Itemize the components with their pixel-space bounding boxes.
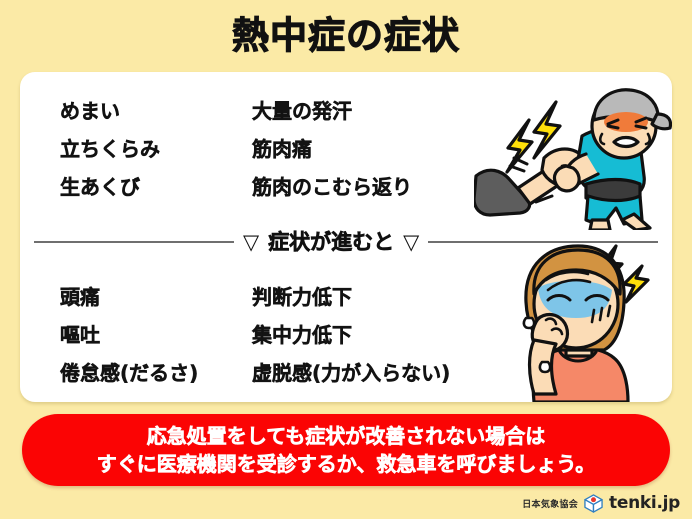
page-title: 熱中症の症状 <box>231 13 460 57</box>
tenki-cube-icon <box>584 493 603 513</box>
woman-feeling-sick-illustration <box>522 244 650 402</box>
triangle-down-icon: ▽ <box>243 229 260 254</box>
symptom-item: 嘔吐 <box>60 323 101 348</box>
divider-rule-left <box>34 241 234 243</box>
symptom-item: めまい <box>60 99 121 124</box>
divider: ▽ 症状が進むと ▽ <box>34 227 658 257</box>
symptom-item: 判断力低下 <box>252 285 353 310</box>
emergency-banner: 応急処置をしても症状が改善されない場合は すぐに医療機関を受診するか、救急車を呼… <box>22 414 670 486</box>
symptom-item: 大量の発汗 <box>252 99 353 124</box>
symptom-item: 虚脱感(力が入らない) <box>252 361 451 386</box>
stage2-column1: 頭痛 嘔吐 倦怠感(だるさ) <box>60 278 199 392</box>
symptom-item: 生あくび <box>60 175 141 200</box>
association-label: 日本気象協会 <box>522 499 579 510</box>
stage1-column2: 大量の発汗 筋肉痛 筋肉のこむら返り <box>252 92 413 206</box>
stage2-column2: 判断力低下 集中力低下 虚脱感(力が入らない) <box>252 278 451 392</box>
symptom-item: 筋肉のこむら返り <box>252 175 413 200</box>
brand-wordmark: tenki.jp <box>609 493 680 513</box>
divider-label: 症状が進むと <box>268 230 395 255</box>
symptom-item: 立ちくらみ <box>60 137 161 162</box>
banner-line-1: 応急処置をしても症状が改善されない場合は <box>146 424 546 449</box>
symptoms-card: めまい 立ちくらみ 生あくび 大量の発汗 筋肉痛 筋肉のこむら返り <box>20 72 672 402</box>
divider-rule-right <box>428 241 658 243</box>
banner-line-2: すぐに医療機関を受診するか、救急車を呼びましょう。 <box>96 452 596 477</box>
symptom-item: 頭痛 <box>60 285 101 310</box>
lightning-bolt-icon <box>505 118 534 174</box>
symptom-item: 倦怠感(だるさ) <box>60 361 199 386</box>
stage1-column1: めまい 立ちくらみ 生あくび <box>60 92 161 206</box>
symptom-item: 集中力低下 <box>252 323 353 348</box>
footer: 日本気象協会 tenki.jp <box>522 493 680 513</box>
man-with-leg-cramp-illustration <box>474 88 672 230</box>
lightning-bolt-icon <box>532 100 562 160</box>
triangle-down-icon: ▽ <box>403 229 420 254</box>
lightning-bolt-icon <box>622 264 650 304</box>
symptom-item: 筋肉痛 <box>252 137 313 162</box>
